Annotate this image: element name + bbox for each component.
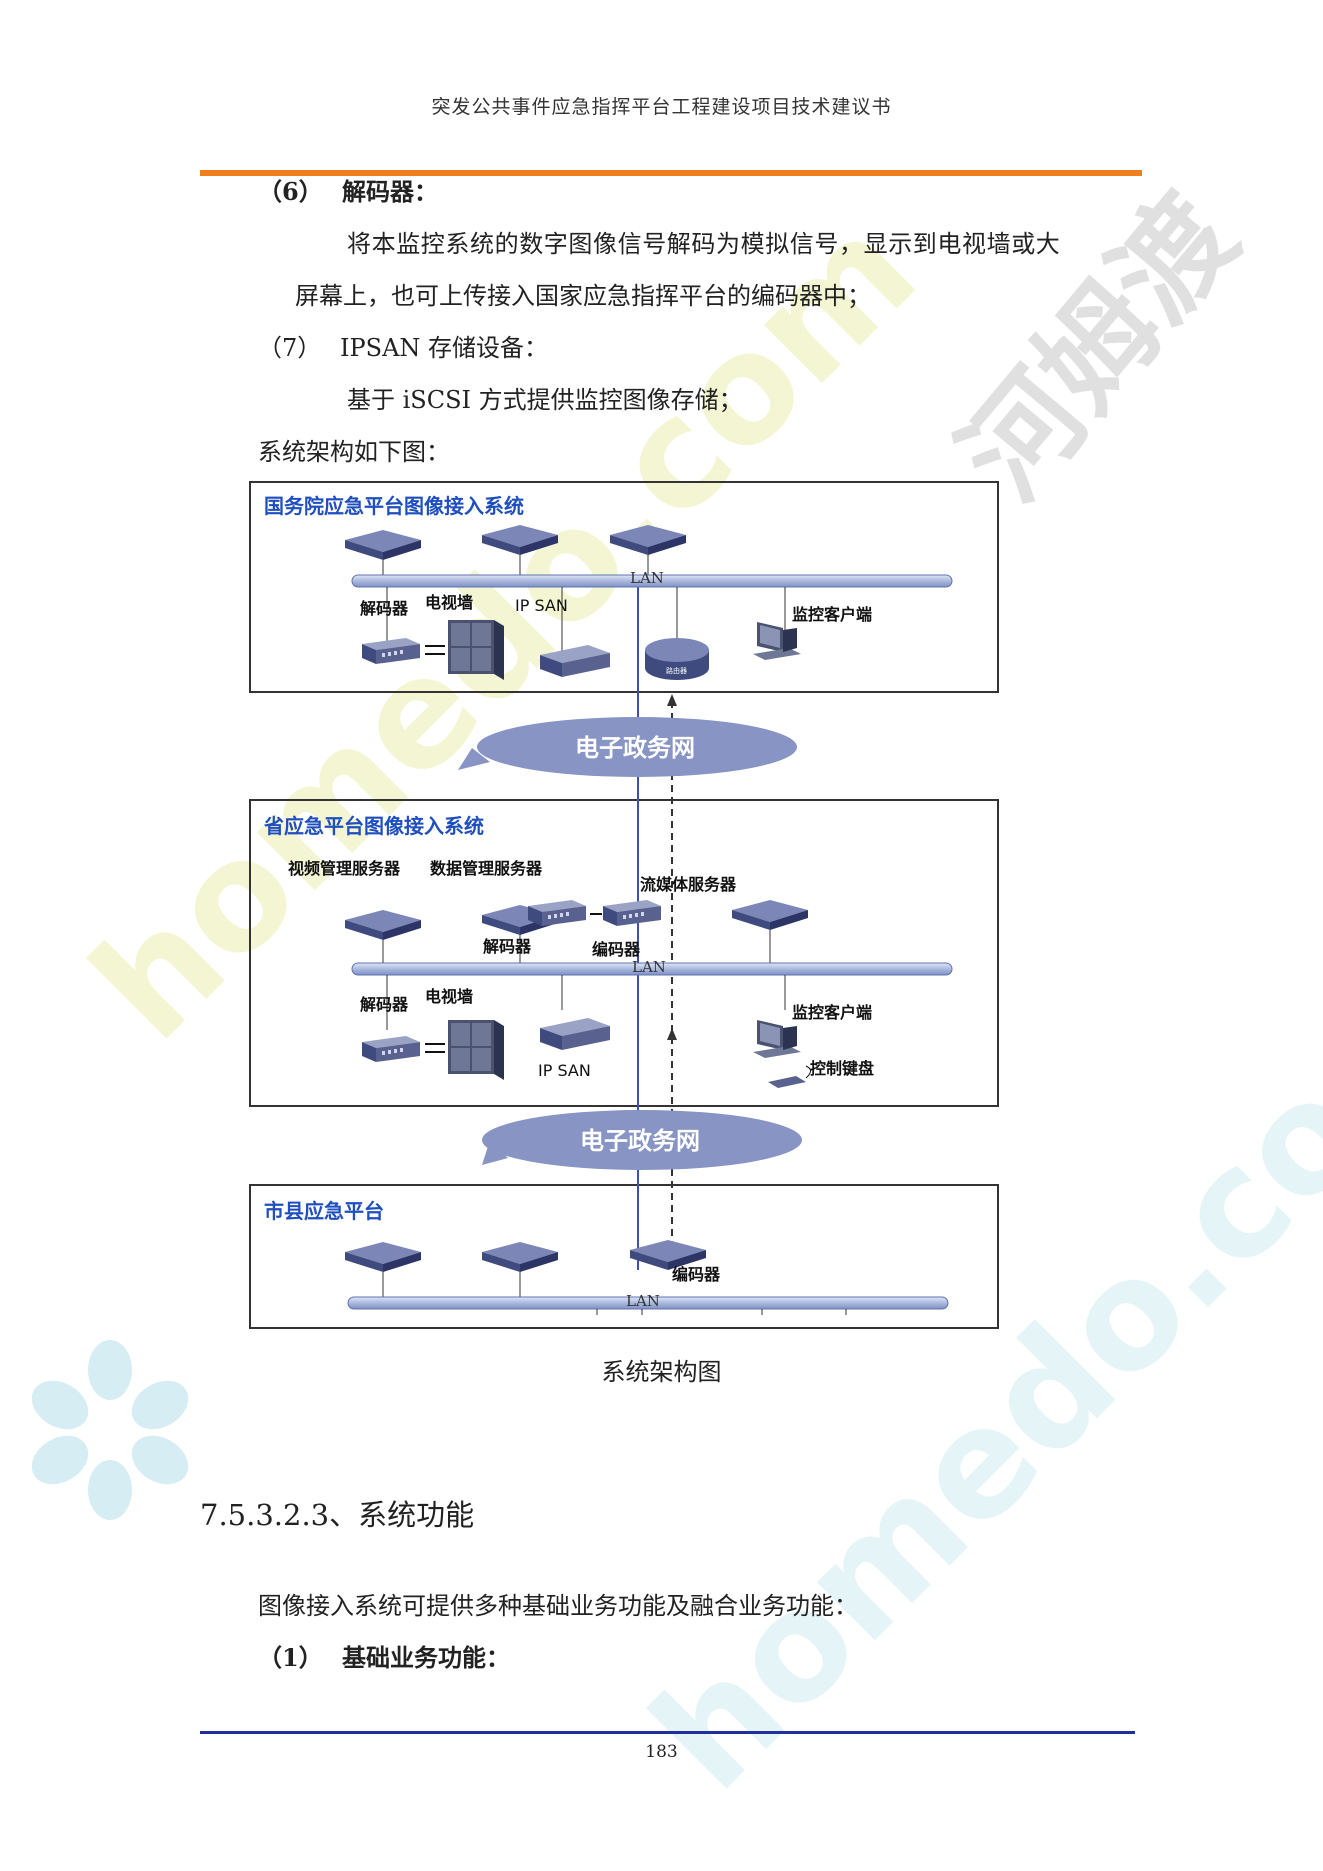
arrows-1 — [425, 645, 445, 655]
decoder-label-2a: 解码器 — [483, 937, 532, 956]
item6-title: 解码器： — [342, 177, 438, 206]
item6-text-line2: 屏幕上，也可上传接入国家应急指挥平台的编码器中； — [295, 282, 871, 310]
box-city-county — [249, 1184, 999, 1329]
page-header: 突发公共事件应急指挥平台工程建设项目技术建议书 — [431, 96, 892, 118]
encoder-label-2: 编码器 — [592, 940, 641, 959]
router-icon: 路由器 — [645, 638, 709, 680]
tvwall-label-2: 电视墙 — [425, 987, 473, 1006]
item7-text: 基于 iSCSI 方式提供监控图像存储； — [347, 386, 743, 414]
ipsan-label-1: IP SAN — [515, 596, 568, 615]
footer-rule — [200, 1731, 1135, 1734]
svg-text:电子政务网: 电子政务网 — [580, 1127, 700, 1155]
box2-title: 省应急平台图像接入系统 — [263, 814, 484, 838]
ipsan-label-2: IP SAN — [538, 1061, 591, 1080]
lan-label-1: LAN — [630, 569, 664, 587]
egov-cloud-1: 电子政务网 — [458, 717, 797, 777]
lan-label-2: LAN — [632, 958, 666, 976]
decoder-label-1: 解码器 — [360, 599, 409, 618]
lan-bus-1 — [351, 574, 953, 588]
keyboard-icon — [768, 1076, 806, 1088]
tvwall-label-1: 电视墙 — [425, 593, 473, 612]
section-heading: 7.5.3.2.3、系统功能 — [200, 1498, 475, 1532]
lan-bus-2 — [351, 962, 953, 976]
stream-server-label: 流媒体服务器 — [640, 875, 737, 894]
svg-text:电子政务网: 电子政务网 — [575, 734, 695, 762]
box1-title: 国务院应急平台图像接入系统 — [264, 494, 524, 518]
section-text: 图像接入系统可提供多种基础业务功能及融合业务功能： — [258, 1592, 858, 1620]
video-mgmt-label: 视频管理服务器 — [288, 859, 401, 878]
encoder-label-3: 编码器 — [672, 1265, 721, 1284]
arrows-2 — [425, 1043, 445, 1053]
item6-number: （6） — [258, 177, 323, 206]
box3-title: 市县应急平台 — [264, 1199, 384, 1223]
svg-text:路由器: 路由器 — [666, 666, 687, 675]
header-rule — [200, 170, 1142, 176]
lan-bus-3 — [347, 1296, 949, 1310]
watermark-flower-icon — [31, 1340, 189, 1520]
box-province — [249, 799, 999, 1107]
box-state-council — [249, 481, 999, 693]
item6-text-line1: 将本监控系统的数字图像信号解码为模拟信号，显示到电视墙或大 — [347, 230, 1061, 258]
item1-number: （1） — [258, 1643, 323, 1672]
architecture-diagram: 国务院应急平台图像接入系统 省应急平台图像接入系统 市县应急平台 LAN 解码器… — [249, 481, 999, 1329]
monitor-client-label-1: 监控客户端 — [792, 605, 872, 624]
monitor-client-label-2: 监控客户端 — [792, 1003, 872, 1022]
egov-cloud-2: 电子政务网 — [482, 1110, 802, 1170]
decoder-label-2b: 解码器 — [360, 995, 409, 1014]
keyboard-label: 控制键盘 — [810, 1059, 874, 1078]
item7-title: IPSAN 存储设备： — [340, 334, 549, 362]
item7-number: （7） — [258, 334, 322, 362]
page-number: 183 — [645, 1742, 678, 1762]
data-mgmt-label: 数据管理服务器 — [430, 859, 543, 878]
item1-title: 基础业务功能： — [342, 1643, 510, 1672]
diagram-caption: 系统架构图 — [601, 1358, 722, 1386]
arch-intro: 系统架构如下图： — [258, 438, 450, 466]
lan-label-3: LAN — [626, 1292, 660, 1310]
